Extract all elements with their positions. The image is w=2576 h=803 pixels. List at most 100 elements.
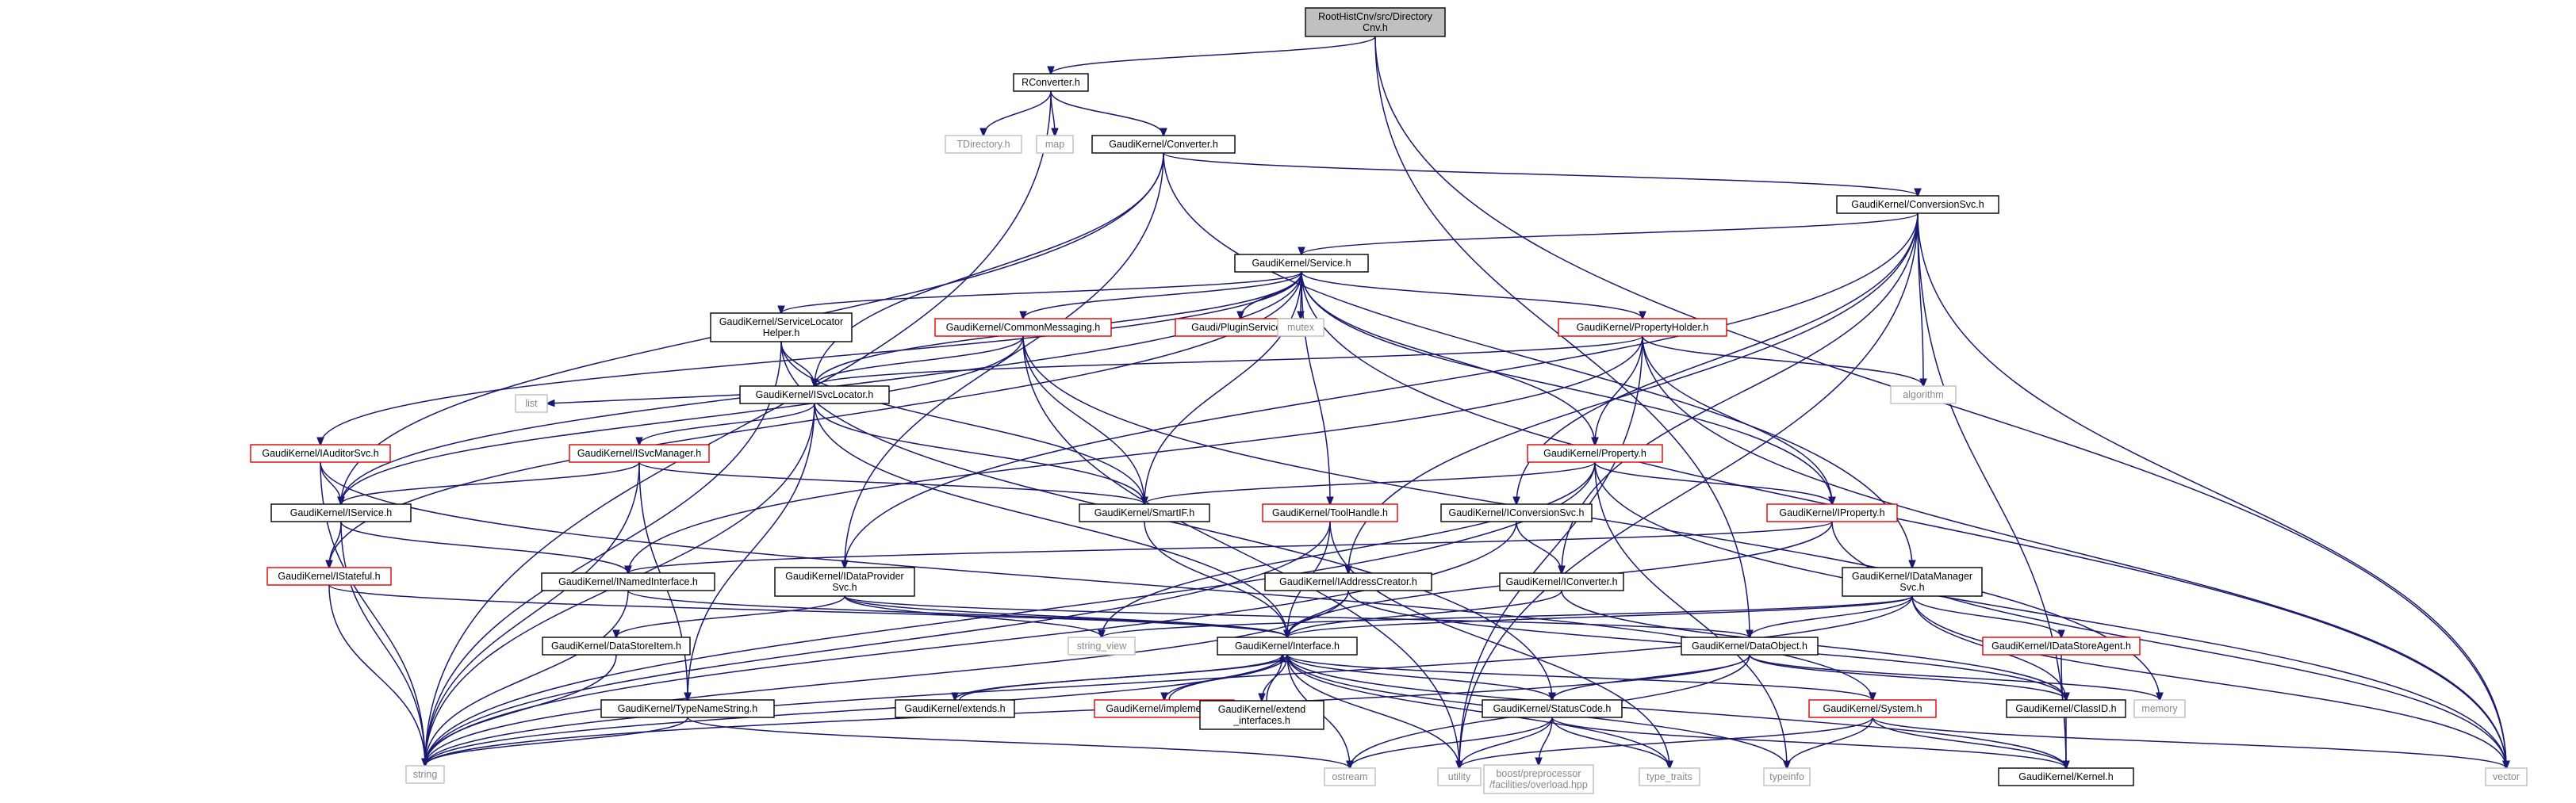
- node-typename-label: GaudiKernel/TypeNameString.h: [618, 703, 758, 714]
- node-memory[interactable]: memory: [2133, 699, 2186, 718]
- node-stringview-label: string_view: [1077, 640, 1127, 652]
- node-iconverter[interactable]: GaudiKernel/IConverter.h: [1499, 572, 1624, 591]
- edge-isvcmgr-to-smartif: [638, 461, 1144, 504]
- node-iconverter-label: GaudiKernel/IConverter.h: [1505, 576, 1617, 587]
- node-convsvc-label: GaudiKernel/ConversionSvc.h: [1851, 199, 1984, 210]
- node-property[interactable]: GaudiKernel/Property.h: [1527, 444, 1663, 463]
- node-dsitem-label: GaudiKernel/DataStoreItem.h: [551, 640, 681, 652]
- node-boost[interactable]: boost/preprocessor/facilities/overload.h…: [1483, 764, 1594, 794]
- edge-statuscode-to-typetraits: [1551, 717, 1669, 768]
- edge-isvcloc-to-smartif: [814, 403, 1144, 504]
- node-typetraits[interactable]: type_traits: [1639, 767, 1700, 786]
- node-cmsg[interactable]: GaudiKernel/CommonMessaging.h: [934, 318, 1112, 337]
- node-iaddr-box: [1264, 572, 1432, 591]
- node-kernel-box: [1998, 767, 2134, 786]
- edge-statuscode-to-utility: [1459, 717, 1553, 768]
- edge-idatamgr-to-idsagent: [1911, 595, 2061, 637]
- node-isvcloc[interactable]: GaudiKernel/ISvcLocator.h: [739, 385, 890, 404]
- node-kernel[interactable]: GaudiKernel/Kernel.h: [1998, 767, 2134, 786]
- node-mutex[interactable]: mutex: [1277, 318, 1324, 337]
- node-dataobj[interactable]: GaudiKernel/DataObject.h: [1681, 637, 1819, 656]
- edge-idatamgr-to-vector: [1911, 595, 2506, 768]
- node-iauditor-box: [250, 444, 391, 463]
- edge-isvcloc-to-list: [547, 394, 741, 403]
- node-typetraits-box: [1639, 767, 1700, 786]
- node-statuscode[interactable]: GaudiKernel/StatusCode.h: [1482, 699, 1623, 718]
- node-isvcmgr[interactable]: GaudiKernel/ISvcManager.h: [569, 444, 710, 463]
- node-mutex-box: [1277, 318, 1324, 337]
- node-dataobj-label: GaudiKernel/DataObject.h: [1692, 640, 1807, 652]
- node-extends-label: GaudiKernel/extends.h: [904, 703, 1005, 714]
- node-classid[interactable]: GaudiKernel/ClassID.h: [2006, 699, 2126, 718]
- edge-statuscode-to-kernel: [1551, 717, 2066, 768]
- node-inamed[interactable]: GaudiKernel/INamedInterface.h: [541, 572, 715, 591]
- edge-rconv-to-string: [425, 90, 1052, 766]
- edge-statuscode-to-ostream: [1350, 717, 1553, 768]
- node-iservice[interactable]: GaudiKernel/IService.h: [270, 503, 412, 522]
- node-convsvc[interactable]: GaudiKernel/ConversionSvc.h: [1836, 195, 1999, 214]
- node-list[interactable]: list: [515, 394, 548, 413]
- node-iauditor[interactable]: GaudiKernel/IAuditorSvc.h: [250, 444, 391, 463]
- node-isvcloc-label: GaudiKernel/ISvcLocator.h: [756, 389, 874, 400]
- edge-interface-to-statuscode: [1286, 654, 1552, 700]
- edge-root-to-rconv: [1051, 36, 1376, 74]
- node-istateful[interactable]: GaudiKernel/IStateful.h: [266, 567, 392, 586]
- node-string-label: string: [413, 769, 438, 780]
- node-istateful-box: [266, 567, 392, 586]
- node-iproperty[interactable]: GaudiKernel/IProperty.h: [1766, 503, 1898, 522]
- node-rconv[interactable]: RConverter.h: [1013, 73, 1089, 92]
- node-iconvsvc[interactable]: GaudiKernel/IConversionSvc.h: [1440, 503, 1593, 522]
- edge-isvcloc-to-isvcmgr: [639, 403, 815, 445]
- node-map[interactable]: map: [1036, 135, 1074, 154]
- node-vector-label: vector: [2493, 771, 2520, 782]
- edge-root-to-dataobj: [1374, 36, 1750, 637]
- node-idsagent[interactable]: GaudiKernel/IDataStoreAgent.h: [1982, 637, 2141, 656]
- edge-dsitem-to-string: [425, 654, 617, 766]
- node-interface-box: [1217, 637, 1358, 656]
- node-toolhandle[interactable]: GaudiKernel/ToolHandle.h: [1262, 503, 1398, 522]
- node-iaddr-label: GaudiKernel/IAddressCreator.h: [1279, 576, 1417, 587]
- node-interface[interactable]: GaudiKernel/Interface.h: [1217, 637, 1358, 656]
- node-typeinfo[interactable]: typeinfo: [1763, 767, 1811, 786]
- node-tdir[interactable]: TDirectory.h: [945, 135, 1022, 154]
- node-iservice-box: [270, 503, 412, 522]
- node-boost-label: boost/preprocessor: [1496, 768, 1581, 779]
- edge-interface-to-kernel: [1286, 654, 2066, 768]
- node-extends[interactable]: GaudiKernel/extends.h: [895, 699, 1015, 718]
- node-algorithm[interactable]: algorithm: [1890, 385, 1957, 404]
- node-iaddr[interactable]: GaudiKernel/IAddressCreator.h: [1264, 572, 1432, 591]
- edge-service-to-iproperty: [1301, 271, 1832, 504]
- node-iauditor-label: GaudiKernel/IAuditorSvc.h: [262, 448, 378, 459]
- edge-service-to-smartif: [1144, 271, 1302, 504]
- node-stringview[interactable]: string_view: [1068, 637, 1136, 656]
- edge-idatamgr-to-stringview: [1102, 595, 1913, 637]
- node-plugin[interactable]: Gaudi/PluginService.h: [1175, 318, 1306, 337]
- edge-sloc-to-isvcloc: [780, 341, 815, 386]
- node-utility[interactable]: utility: [1437, 767, 1482, 786]
- node-service[interactable]: GaudiKernel/Service.h: [1234, 254, 1369, 273]
- edge-rconv-to-tdir: [983, 90, 1052, 136]
- node-cmsg-label: GaudiKernel/CommonMessaging.h: [946, 322, 1101, 333]
- edge-isvcmgr-to-string: [425, 461, 640, 766]
- node-pholder[interactable]: GaudiKernel/PropertyHolder.h: [1558, 318, 1727, 337]
- node-vector[interactable]: vector: [2485, 767, 2528, 786]
- node-service-box: [1234, 254, 1369, 273]
- node-extendi[interactable]: GaudiKernel/extend_interfaces.h: [1199, 700, 1324, 730]
- edge-idataprov-to-interface: [844, 595, 1287, 637]
- node-dsitem[interactable]: GaudiKernel/DataStoreItem.h: [542, 637, 691, 656]
- node-string[interactable]: string: [405, 765, 445, 784]
- node-algorithm-box: [1890, 385, 1957, 404]
- edge-convsvc-to-service: [1301, 212, 1919, 254]
- node-property-box: [1527, 444, 1663, 463]
- node-typename[interactable]: GaudiKernel/TypeNameString.h: [600, 699, 775, 718]
- node-kernel-label: GaudiKernel/Kernel.h: [2018, 771, 2114, 782]
- node-ostream[interactable]: ostream: [1324, 767, 1376, 786]
- node-smartif[interactable]: GaudiKernel/SmartIF.h: [1079, 503, 1210, 522]
- node-implements[interactable]: GaudiKernel/implements.h: [1094, 699, 1235, 718]
- node-system[interactable]: GaudiKernel/System.h: [1808, 699, 1937, 718]
- node-conv[interactable]: GaudiKernel/Converter.h: [1091, 135, 1236, 154]
